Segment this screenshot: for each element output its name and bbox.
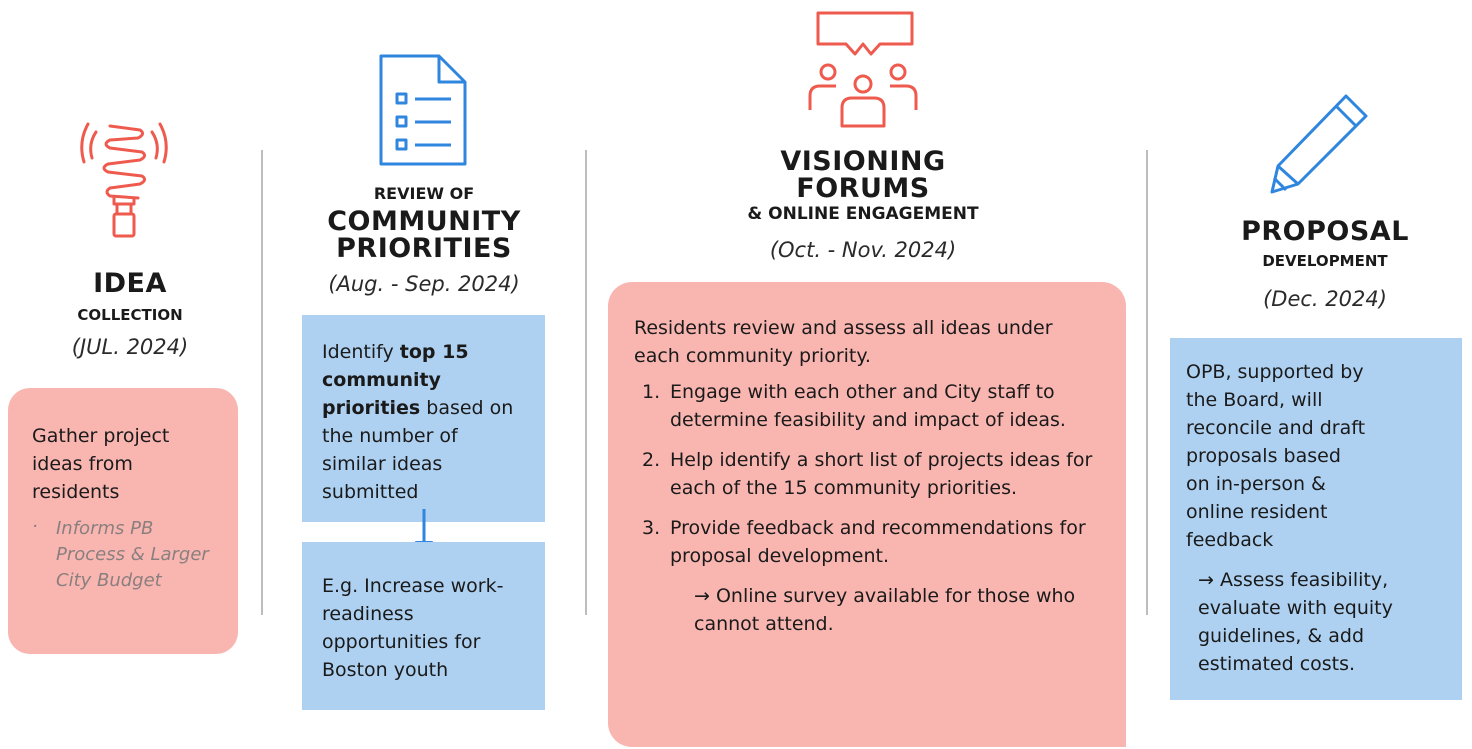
- lightbulb-icon: [80, 122, 168, 238]
- proposal-subtitle: DEVELOPMENT: [1262, 252, 1388, 270]
- review-title-line2: PRIORITIES: [336, 233, 512, 264]
- proposal-note: → Assess feasibility, evaluate with equi…: [1198, 569, 1393, 675]
- visioning-step: 1.Engage with each other and City staff …: [642, 381, 1066, 431]
- forum-people-icon: [808, 11, 918, 128]
- visioning-intro: Residents review and assess all ideas un…: [634, 317, 1053, 367]
- idea-title: IDEA: [93, 268, 167, 299]
- visioning-step: 2.Help identify a short list of projects…: [642, 449, 1093, 499]
- idea-card: Gather project ideas from residents · In…: [8, 388, 238, 654]
- example-card: E.g. Increase work-readiness opportuniti…: [302, 542, 545, 710]
- divider-3: [1146, 150, 1148, 615]
- review-card-post: based on the number of similar ideas sub…: [322, 397, 514, 503]
- visioning-title-line2: FORUMS: [796, 173, 930, 204]
- idea-date: (JUL. 2024): [71, 335, 189, 359]
- visioning-title-line1: VISIONING: [780, 146, 946, 177]
- review-card: Identify top 15 community priorities bas…: [302, 315, 545, 522]
- visioning-steps: 1.Engage with each other and City staff …: [634, 378, 1104, 570]
- review-card-pre: Identify: [322, 341, 400, 363]
- visioning-subtitle: & ONLINE ENGAGEMENT: [747, 204, 979, 224]
- proposal-card-text: OPB, supported by the Board, will reconc…: [1186, 361, 1366, 551]
- divider-1: [261, 150, 263, 615]
- visioning-note: → Online survey available for those who …: [694, 585, 1076, 635]
- review-title-line1: COMMUNITY: [327, 206, 521, 237]
- proposal-title: PROPOSAL: [1241, 216, 1409, 247]
- divider-2: [585, 150, 587, 615]
- idea-subtitle: COLLECTION: [77, 306, 183, 324]
- idea-sub-bullet: Informs PB Process & Larger City Budget: [56, 518, 209, 591]
- review-card-bold: top 15 community priorities: [322, 341, 469, 419]
- visioning-step: 3.Provide feedback and recommendations f…: [642, 517, 1086, 567]
- visioning-date: (Oct. - Nov. 2024): [769, 238, 957, 262]
- proposal-card: OPB, supported by the Board, will reconc…: [1170, 338, 1462, 700]
- bullet-dot: ·: [32, 516, 38, 537]
- proposal-date: (Dec. 2024): [1263, 287, 1387, 311]
- idea-card-text: Gather project ideas from residents: [32, 425, 170, 503]
- document-list-icon: [379, 54, 467, 166]
- review-date: (Aug. - Sep. 2024): [328, 272, 520, 296]
- pencil-icon: [1270, 94, 1368, 194]
- review-small-title: REVIEW OF: [373, 184, 475, 203]
- visioning-card: Residents review and assess all ideas un…: [608, 282, 1126, 747]
- example-text: E.g. Increase work-readiness opportuniti…: [322, 575, 504, 681]
